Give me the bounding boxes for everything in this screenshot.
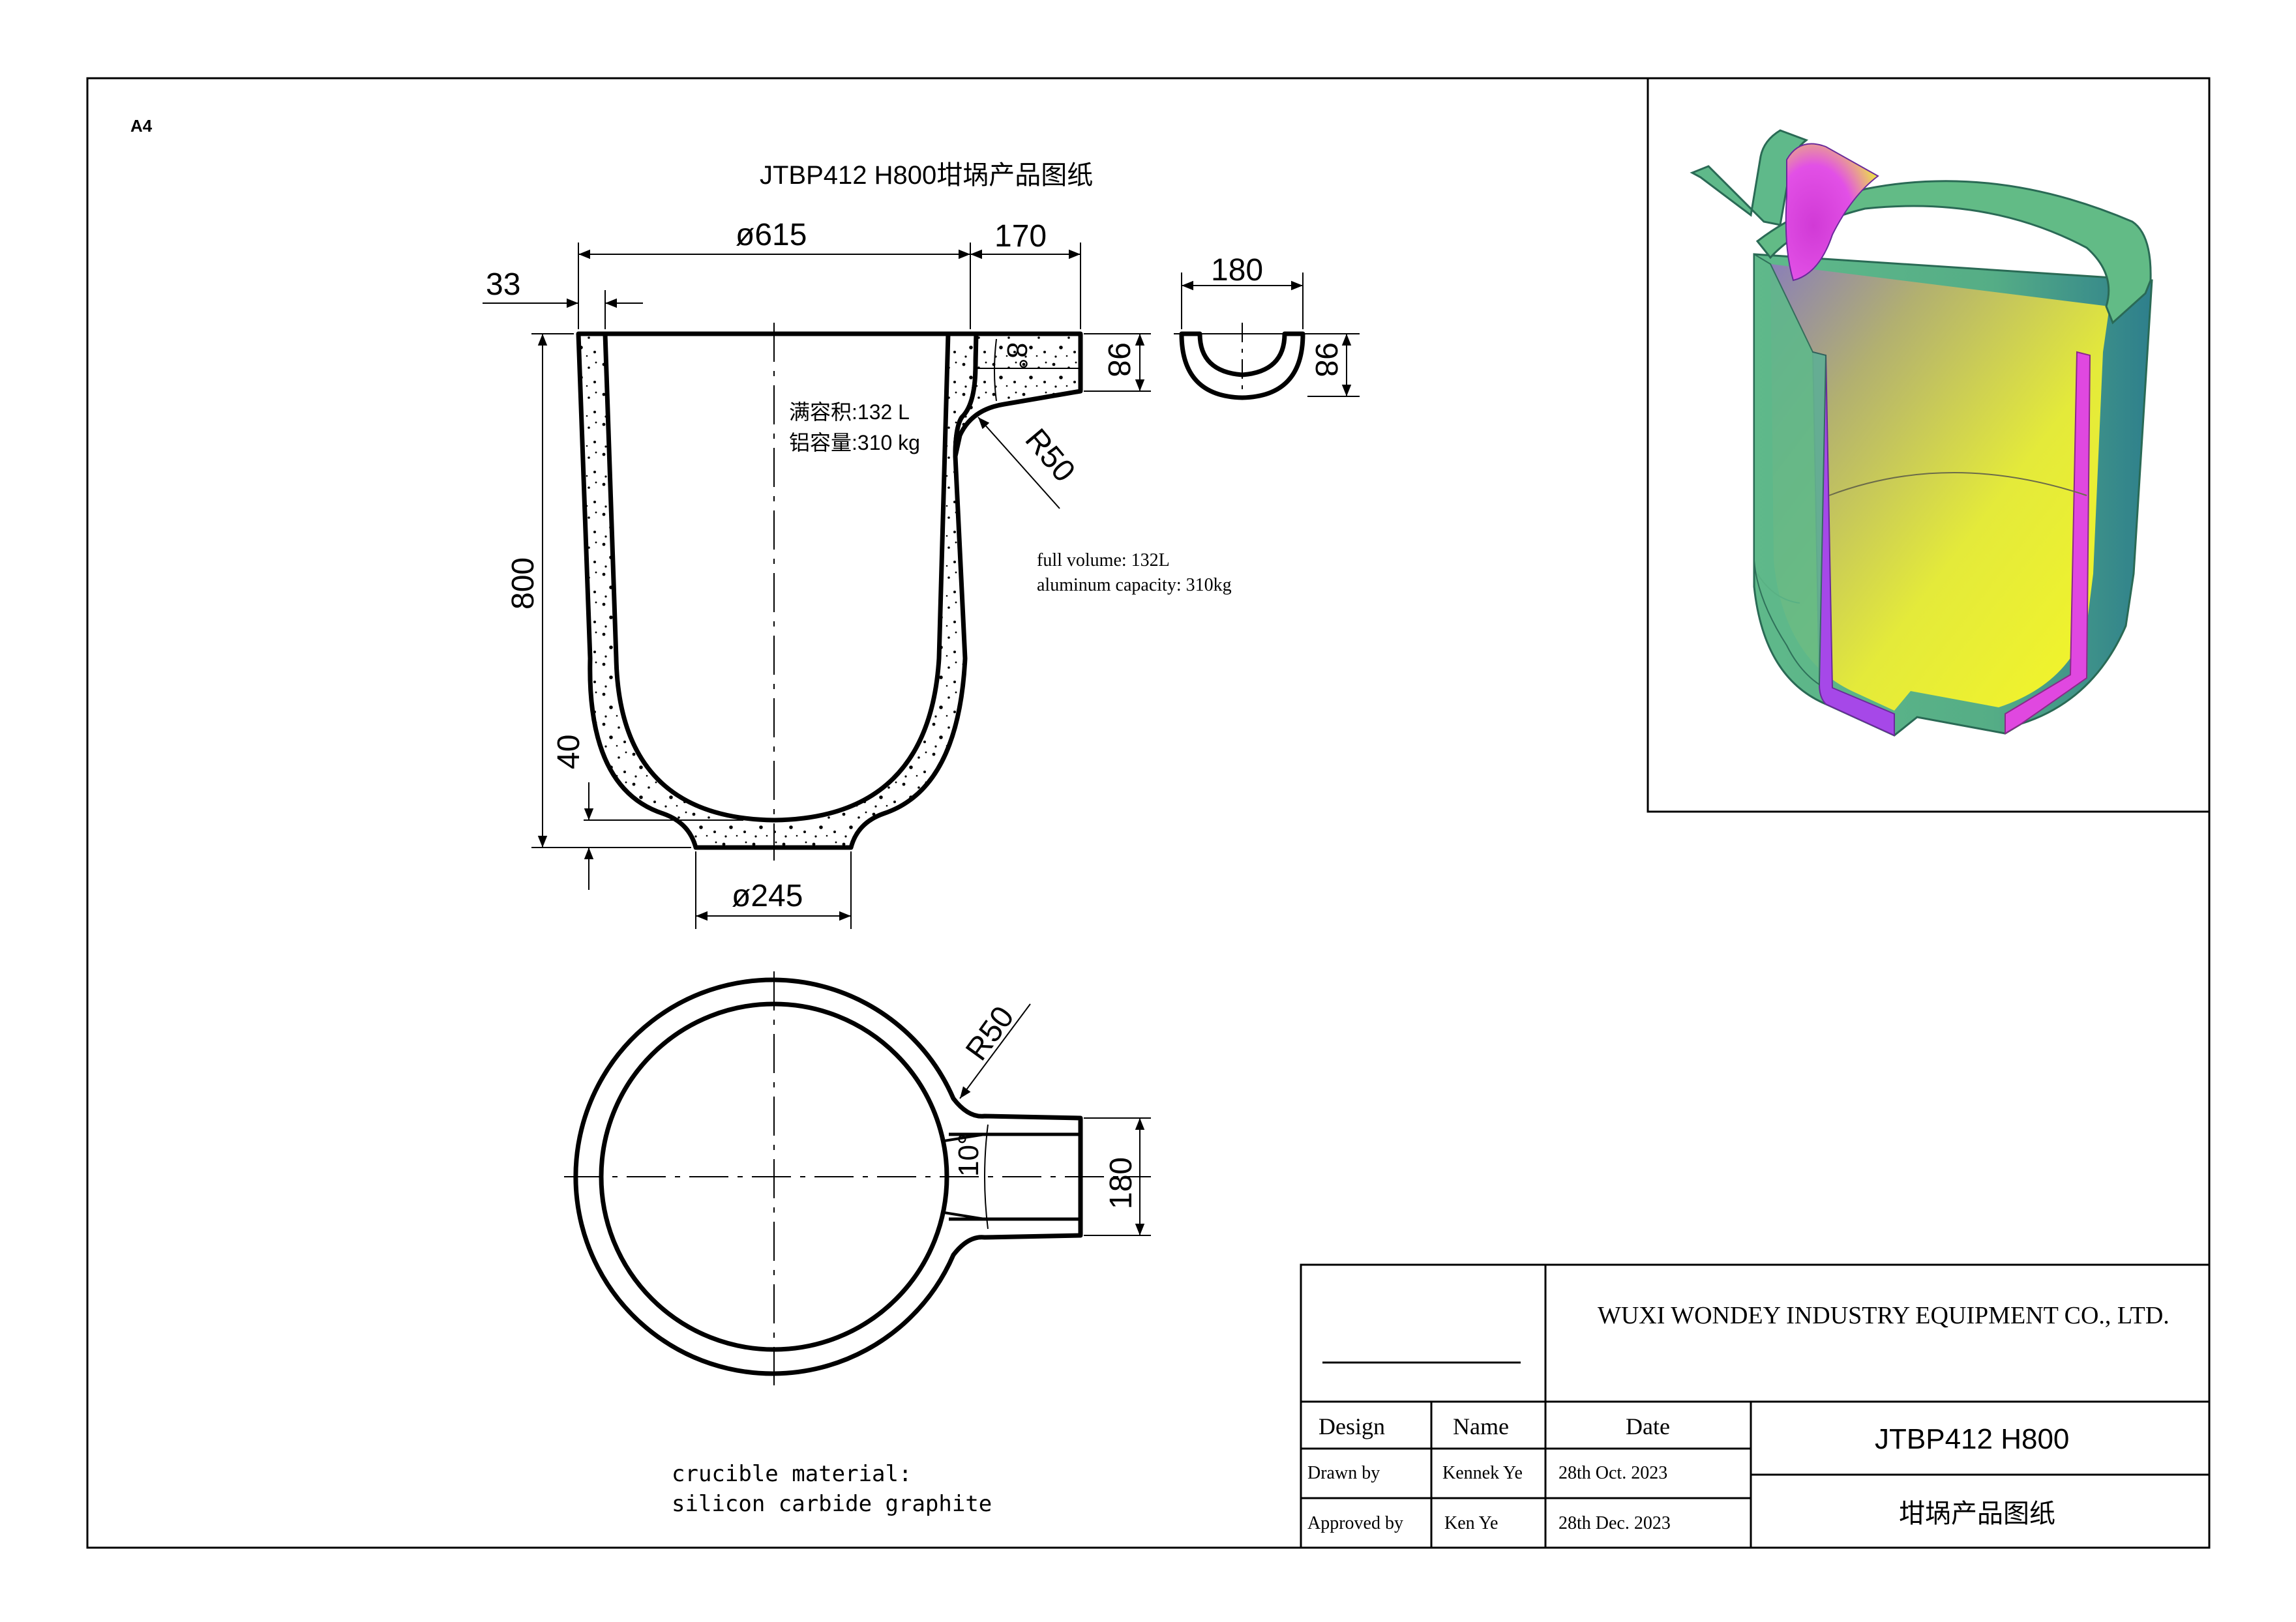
dim-section-width: 180	[1211, 253, 1263, 288]
crucible-3d-render	[1690, 129, 2153, 737]
drawing-title: JTBP412 H800坩埚产品图纸	[760, 161, 1093, 190]
capacity-cn-line1: 满容积:132 L	[789, 400, 910, 424]
render-spout-channel	[1785, 143, 1879, 282]
title-block: WUXI WONDEY INDUSTRY EQUIPMENT CO., LTD.…	[1300, 1263, 2211, 1549]
part-number: JTBP412 H800	[1875, 1423, 2069, 1455]
dim-section-height: 98	[1309, 342, 1343, 377]
top-view: R50 10° 180	[564, 971, 1151, 1385]
title-block-frame	[1300, 1263, 2211, 1549]
material-note-line2: silicon carbide graphite	[672, 1491, 992, 1517]
dim-spout-angle-arc	[994, 338, 997, 402]
dim-spout-length: 170	[994, 219, 1047, 254]
col-name: Name	[1453, 1413, 1509, 1439]
render-floor-line	[1828, 472, 2087, 496]
drawn-by-name: Kennek Ye	[1442, 1463, 1523, 1483]
spout-cross-section: 180 98	[1174, 253, 1360, 400]
top-view-spout-taper-top	[944, 1133, 985, 1142]
approved-date: 28th Dec. 2023	[1558, 1513, 1671, 1533]
col-date: Date	[1626, 1413, 1670, 1439]
render-section-right	[2005, 351, 2091, 735]
material-note-line1: crucible material:	[672, 1461, 912, 1487]
company-name: WUXI WONDEY INDUSTRY EQUIPMENT CO., LTD.	[1598, 1302, 2169, 1329]
paper-size-label: A4	[130, 116, 153, 136]
sheet-border	[86, 77, 2211, 1549]
render-panel	[1647, 77, 2211, 813]
render-left-cut	[1753, 253, 1827, 686]
drawn-by-label: Drawn by	[1307, 1463, 1380, 1483]
spout-lip	[953, 331, 1083, 459]
side-section-view: ø615 170 33 800 40 ø245 98 8° R50	[483, 218, 1151, 929]
top-dim-radius-leader	[959, 1003, 1031, 1099]
top-dim-angle: 10°	[953, 1133, 985, 1177]
part-name: 坩埚产品图纸	[1899, 1499, 2055, 1528]
col-design: Design	[1319, 1413, 1385, 1439]
render-inner-cavity	[1770, 264, 2110, 711]
dim-radius-leader	[977, 417, 1060, 509]
top-dim-angle-arc	[984, 1124, 989, 1230]
capacity-note-line2: aluminum capacity: 310kg	[1037, 575, 1232, 595]
capacity-cn-line2: 铝容量:310 kg	[789, 431, 920, 454]
dim-spout-height: 98	[1101, 342, 1136, 377]
spout-u-profile	[1179, 331, 1305, 400]
dim-height: 800	[506, 557, 541, 610]
dim-top-diameter: ø615	[736, 218, 807, 252]
top-view-spout-taper-bot	[944, 1211, 985, 1220]
top-dim-spout-width: 180	[1104, 1157, 1139, 1209]
render-rim	[1755, 180, 2152, 325]
dim-bottom-diameter: ø245	[732, 879, 803, 913]
dim-wall: 33	[486, 267, 520, 302]
approved-by-label: Approved by	[1307, 1513, 1403, 1533]
dim-bottom-offset: 40	[552, 735, 586, 769]
dim-radius: R50	[1019, 422, 1082, 489]
crucible-wall-section	[576, 331, 979, 850]
dim-spout-angle: 8°	[1001, 342, 1033, 370]
approved-by-name: Ken Ye	[1444, 1513, 1498, 1533]
capacity-note-line1: full volume: 132L	[1037, 550, 1170, 570]
drawn-date: 28th Oct. 2023	[1558, 1463, 1667, 1483]
top-dim-radius: R50	[959, 1000, 1021, 1067]
